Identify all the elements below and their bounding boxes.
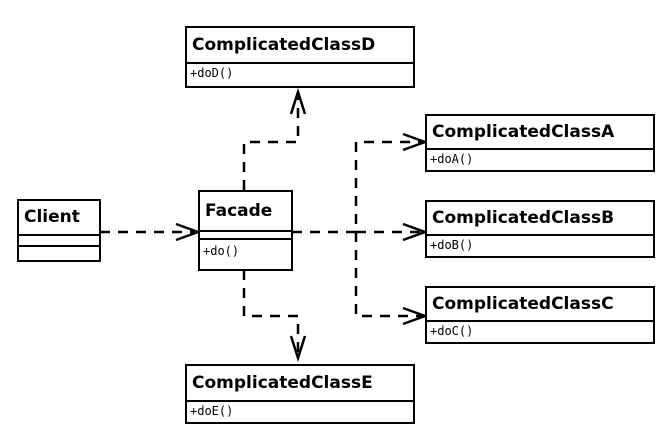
complicated-class-e-box: ComplicatedClassE +doE() (185, 364, 415, 424)
arrow-facade-to-class-c (354, 232, 425, 318)
complicated-class-d-box: ComplicatedClassD +doD() (185, 26, 415, 88)
complicated-class-a-operation: +doA() (430, 152, 474, 166)
arrowhead-class-e (289, 335, 307, 363)
complicated-class-c-box: ComplicatedClassC +doC() (425, 286, 655, 344)
arrow-facade-to-class-a (292, 140, 425, 234)
complicated-class-b-operation: +doB() (430, 238, 474, 252)
complicated-class-a-box: ComplicatedClassA +doA() (425, 114, 655, 172)
client-class-name: Client (19, 201, 99, 236)
complicated-class-c-name: ComplicatedClassC (427, 288, 653, 322)
complicated-class-c-operation: +doC() (430, 324, 474, 338)
complicated-class-a-name: ComplicatedClassA (427, 116, 653, 150)
complicated-class-d-name: ComplicatedClassD (187, 28, 413, 64)
facade-class-name: Facade (200, 192, 291, 232)
complicated-class-e-name: ComplicatedClassE (187, 366, 413, 402)
complicated-class-e-operation: +doE() (190, 404, 234, 418)
complicated-class-b-box: ComplicatedClassB +doB() (425, 200, 655, 258)
facade-operation: +do() (200, 238, 291, 262)
complicated-class-b-name: ComplicatedClassB (427, 202, 653, 236)
arrowhead-class-d (289, 87, 307, 115)
client-class-box: Client (17, 199, 101, 262)
complicated-class-d-operation: +doD() (190, 66, 234, 80)
arrow-facade-to-class-d (242, 92, 300, 190)
facade-class-box: Facade +do() (198, 190, 293, 271)
arrow-facade-to-class-e (242, 270, 300, 358)
client-attributes-compartment (19, 236, 99, 247)
client-operations-compartment (19, 247, 99, 260)
